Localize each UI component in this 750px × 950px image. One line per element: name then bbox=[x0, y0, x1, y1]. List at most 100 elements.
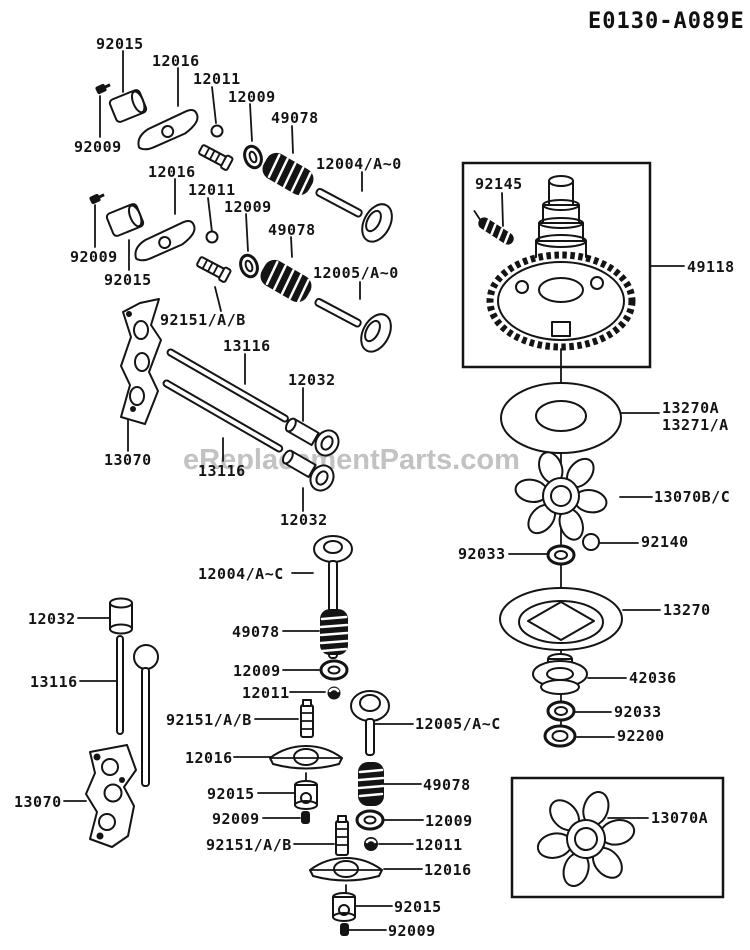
retaining-clip bbox=[546, 700, 576, 722]
flat-washer bbox=[543, 724, 577, 748]
spring-seat-washer bbox=[239, 253, 259, 279]
part-label: 92140 bbox=[641, 533, 689, 551]
part-label: 12011 bbox=[415, 836, 463, 854]
collar bbox=[532, 653, 588, 695]
part-label: 92015 bbox=[104, 271, 152, 289]
part-label: 12009 bbox=[224, 198, 272, 216]
part-label: 12032 bbox=[28, 610, 76, 628]
part-label: 92145 bbox=[475, 175, 523, 193]
part-label: 12011 bbox=[193, 70, 241, 88]
part-label: 12016 bbox=[152, 52, 200, 70]
part-label: 12016 bbox=[185, 749, 233, 767]
rocker-arm-horizontal bbox=[309, 857, 383, 882]
tappet bbox=[105, 203, 145, 237]
watermark-text: eReplacementParts.com bbox=[183, 444, 520, 476]
part-label: 92015 bbox=[394, 898, 442, 916]
governor-star-wheel bbox=[536, 790, 636, 888]
part-label: 13070 bbox=[14, 793, 62, 811]
part-label: 13116 bbox=[223, 337, 271, 355]
valve-head bbox=[309, 464, 335, 492]
part-label: 92015 bbox=[96, 35, 144, 53]
part-label: 12016 bbox=[424, 861, 472, 879]
part-label: 42036 bbox=[629, 669, 677, 687]
exhaust-valve bbox=[314, 297, 392, 353]
part-label: 13271/A bbox=[662, 416, 729, 434]
valve-keeper-ball bbox=[364, 837, 378, 851]
part-label: 13270A bbox=[662, 399, 720, 417]
part-label: 12032 bbox=[288, 371, 336, 389]
part-label: 13070 bbox=[104, 451, 152, 469]
valve-keeper-ball bbox=[327, 686, 341, 700]
stud bbox=[301, 811, 310, 824]
rocker-arm bbox=[134, 219, 196, 262]
part-label: 92009 bbox=[70, 248, 118, 266]
part-label: 13070A bbox=[651, 809, 709, 827]
part-label: 12016 bbox=[148, 163, 196, 181]
spring-retainer-washer bbox=[319, 659, 349, 681]
part-label: 92009 bbox=[212, 810, 260, 828]
push-rod-vertical bbox=[116, 635, 124, 735]
governor-spring bbox=[473, 210, 514, 245]
push-rod bbox=[162, 379, 284, 453]
adjusting-screw bbox=[198, 144, 234, 171]
part-label: 12009 bbox=[233, 662, 281, 680]
valve-head bbox=[314, 429, 340, 457]
valve-lifter bbox=[281, 449, 317, 479]
tappet-guide bbox=[109, 597, 133, 635]
part-label: 13070B/C bbox=[654, 488, 731, 506]
pivot-tappet bbox=[332, 892, 356, 922]
adjusting-screw bbox=[196, 256, 232, 283]
valve-plate bbox=[120, 298, 162, 425]
steel-ball bbox=[582, 533, 600, 551]
pivot-tappet bbox=[294, 780, 318, 810]
retaining-clip bbox=[546, 544, 576, 566]
part-label: 92033 bbox=[614, 703, 662, 721]
rocker-arm-horizontal bbox=[269, 745, 343, 770]
part-label: 92009 bbox=[388, 922, 436, 940]
part-label: 92033 bbox=[458, 545, 506, 563]
valve-spring bbox=[260, 259, 312, 304]
push-rod bbox=[166, 348, 289, 423]
part-label: 92015 bbox=[207, 785, 255, 803]
stud-pin bbox=[95, 83, 111, 95]
part-label: 12009 bbox=[228, 88, 276, 106]
part-label: 12011 bbox=[242, 684, 290, 702]
governor-inset-box bbox=[510, 776, 725, 899]
spring-seat-washer bbox=[243, 144, 263, 170]
governor-star-wheel bbox=[514, 451, 608, 541]
part-label: 49078 bbox=[232, 623, 280, 641]
intake-valve bbox=[315, 187, 393, 243]
part-label: 13270 bbox=[663, 601, 711, 619]
stud-pin bbox=[89, 193, 105, 205]
tappet bbox=[108, 89, 148, 123]
part-label: 12004/A~C bbox=[198, 565, 284, 583]
part-label: 92200 bbox=[617, 727, 665, 745]
part-label: 12005/A~0 bbox=[313, 264, 399, 282]
valve-spring bbox=[262, 152, 314, 197]
part-label: 12032 bbox=[280, 511, 328, 529]
adjusting-screw-vertical bbox=[335, 815, 349, 856]
stud bbox=[340, 923, 349, 936]
leader-lines bbox=[63, 50, 685, 931]
camshaft-inset-box bbox=[461, 161, 652, 369]
rocker-arm bbox=[137, 108, 199, 151]
adjusting-nut bbox=[205, 230, 219, 244]
part-label: 92151/A/B bbox=[166, 711, 252, 729]
part-label: 92009 bbox=[74, 138, 122, 156]
part-label: 12011 bbox=[188, 181, 236, 199]
valve-spring-vertical bbox=[319, 609, 349, 655]
part-label: 49078 bbox=[268, 221, 316, 239]
part-label: 92151/A/B bbox=[160, 311, 246, 329]
retainer-plate bbox=[499, 587, 623, 651]
valve-vertical bbox=[350, 690, 390, 756]
part-label: 13116 bbox=[30, 673, 78, 691]
adjusting-nut bbox=[210, 124, 224, 138]
part-label: 12005/A~C bbox=[415, 715, 501, 733]
part-label: 49118 bbox=[687, 258, 735, 276]
part-label: 49078 bbox=[271, 109, 319, 127]
part-label: 12009 bbox=[425, 812, 473, 830]
adjusting-screw-vertical bbox=[300, 699, 314, 738]
spring-retainer-washer bbox=[355, 809, 385, 831]
shim-washer bbox=[500, 382, 622, 454]
